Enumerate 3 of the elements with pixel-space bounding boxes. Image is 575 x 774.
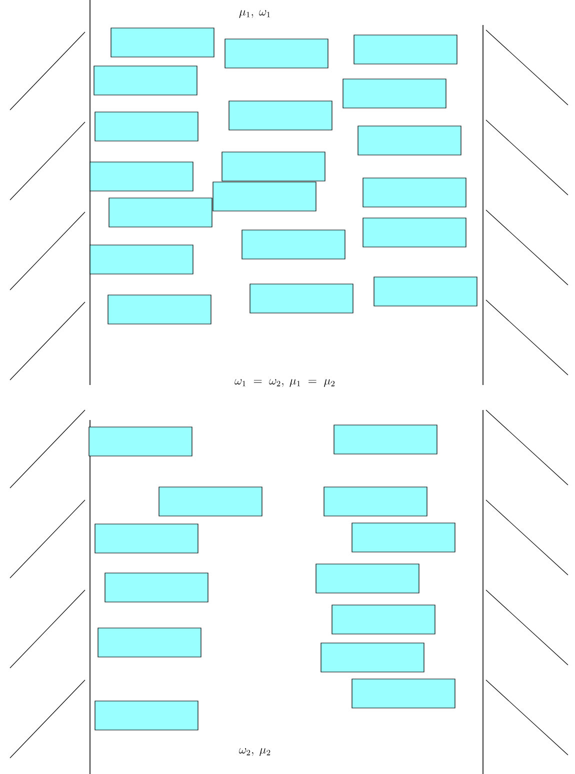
formula-label: $\mu_1 ,\ \omega_1$ (239, 10, 270, 18)
formula-label: $\omega_2 ,\ \mu_2$ (239, 748, 270, 756)
formula-label: $\omega_1 \;=\; \omega_2 ,\ \mu_1 \;=\; \mu_2$ (234, 379, 335, 387)
